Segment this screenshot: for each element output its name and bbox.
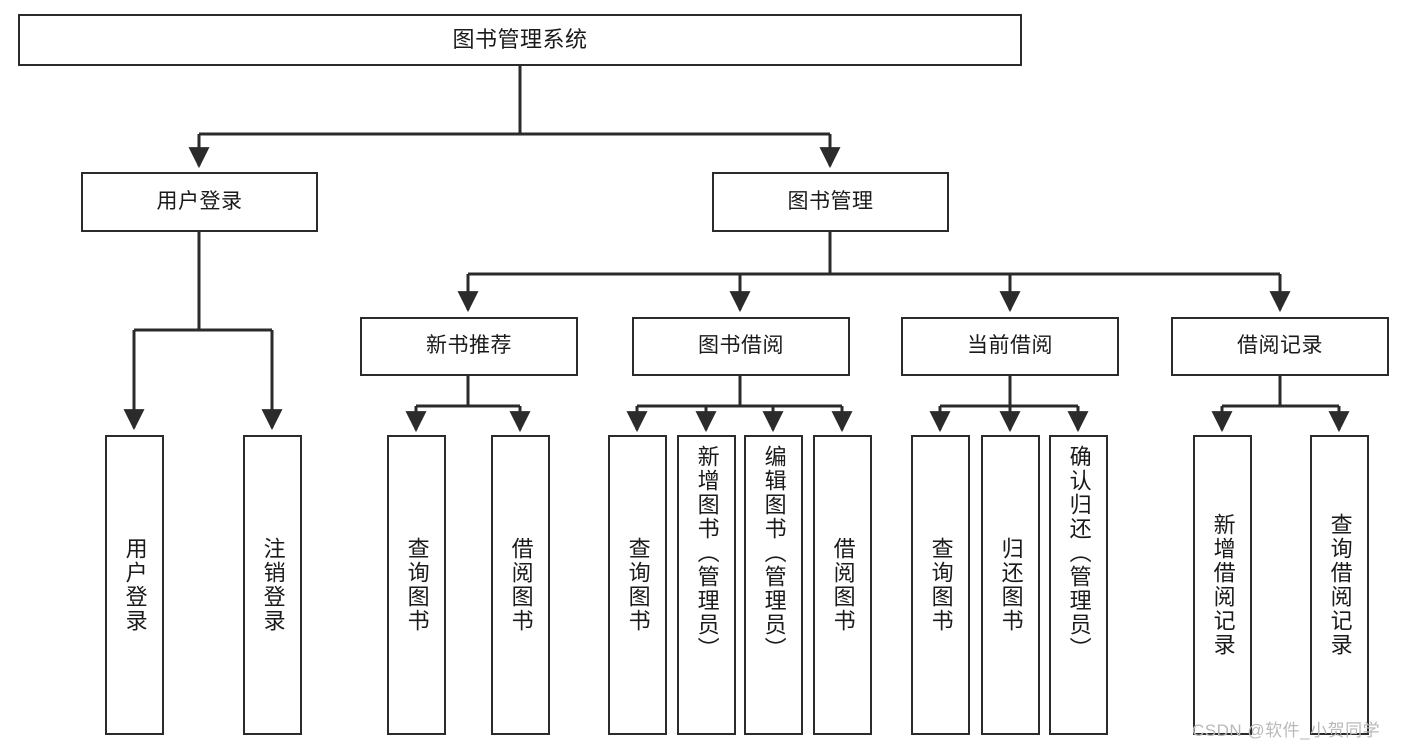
- node-new-book-recommend-label: 新书推荐: [426, 334, 512, 358]
- node-book-manage[interactable]: 图书管理: [712, 172, 949, 232]
- node-leaf-add-record[interactable]: 新增借阅记录: [1193, 435, 1252, 735]
- node-leaf-confirm-return-label: 确认归还（管理员）: [1066, 445, 1092, 661]
- node-leaf-return-book[interactable]: 归还图书: [981, 435, 1040, 735]
- node-leaf-return-book-label: 归还图书: [998, 537, 1024, 633]
- node-leaf-query-book-2[interactable]: 查询图书: [608, 435, 667, 735]
- node-leaf-query-book-1[interactable]: 查询图书: [387, 435, 446, 735]
- node-leaf-borrow-book-2-label: 借阅图书: [830, 537, 856, 633]
- node-leaf-add-book[interactable]: 新增图书（管理员）: [677, 435, 736, 735]
- node-leaf-user-login[interactable]: 用户登录: [105, 435, 164, 735]
- node-leaf-query-book-3-label: 查询图书: [928, 537, 954, 633]
- node-leaf-borrow-book-1[interactable]: 借阅图书: [491, 435, 550, 735]
- node-leaf-edit-book[interactable]: 编辑图书（管理员）: [744, 435, 803, 735]
- watermark: CSDN @软件_小贺同学: [1192, 721, 1381, 740]
- node-leaf-query-book-3[interactable]: 查询图书: [911, 435, 970, 735]
- node-current-borrow-label: 当前借阅: [967, 334, 1053, 358]
- node-user-login[interactable]: 用户登录: [81, 172, 318, 232]
- node-leaf-user-login-label: 用户登录: [122, 537, 148, 633]
- node-leaf-query-record-label: 查询借阅记录: [1327, 513, 1353, 657]
- node-leaf-query-record[interactable]: 查询借阅记录: [1310, 435, 1369, 735]
- node-leaf-query-book-1-label: 查询图书: [404, 537, 430, 633]
- node-leaf-confirm-return[interactable]: 确认归还（管理员）: [1049, 435, 1108, 735]
- node-leaf-logout-login-label: 注销登录: [260, 537, 286, 633]
- node-root-label: 图书管理系统: [452, 27, 588, 53]
- node-user-login-label: 用户登录: [156, 189, 243, 213]
- node-book-borrow[interactable]: 图书借阅: [632, 317, 850, 376]
- node-leaf-edit-book-label: 编辑图书（管理员）: [761, 445, 787, 661]
- node-leaf-add-record-label: 新增借阅记录: [1210, 513, 1236, 657]
- node-new-book-recommend[interactable]: 新书推荐: [360, 317, 578, 376]
- node-leaf-borrow-book-1-label: 借阅图书: [508, 537, 534, 633]
- node-leaf-query-book-2-label: 查询图书: [625, 537, 651, 633]
- node-leaf-borrow-book-2[interactable]: 借阅图书: [813, 435, 872, 735]
- node-book-borrow-label: 图书借阅: [698, 334, 784, 358]
- node-leaf-add-book-label: 新增图书（管理员）: [694, 445, 720, 661]
- node-current-borrow[interactable]: 当前借阅: [901, 317, 1119, 376]
- node-leaf-logout-login[interactable]: 注销登录: [243, 435, 302, 735]
- node-borrow-record-label: 借阅记录: [1237, 334, 1323, 358]
- node-borrow-record[interactable]: 借阅记录: [1171, 317, 1389, 376]
- node-book-manage-label: 图书管理: [787, 189, 874, 213]
- node-root[interactable]: 图书管理系统: [18, 14, 1022, 66]
